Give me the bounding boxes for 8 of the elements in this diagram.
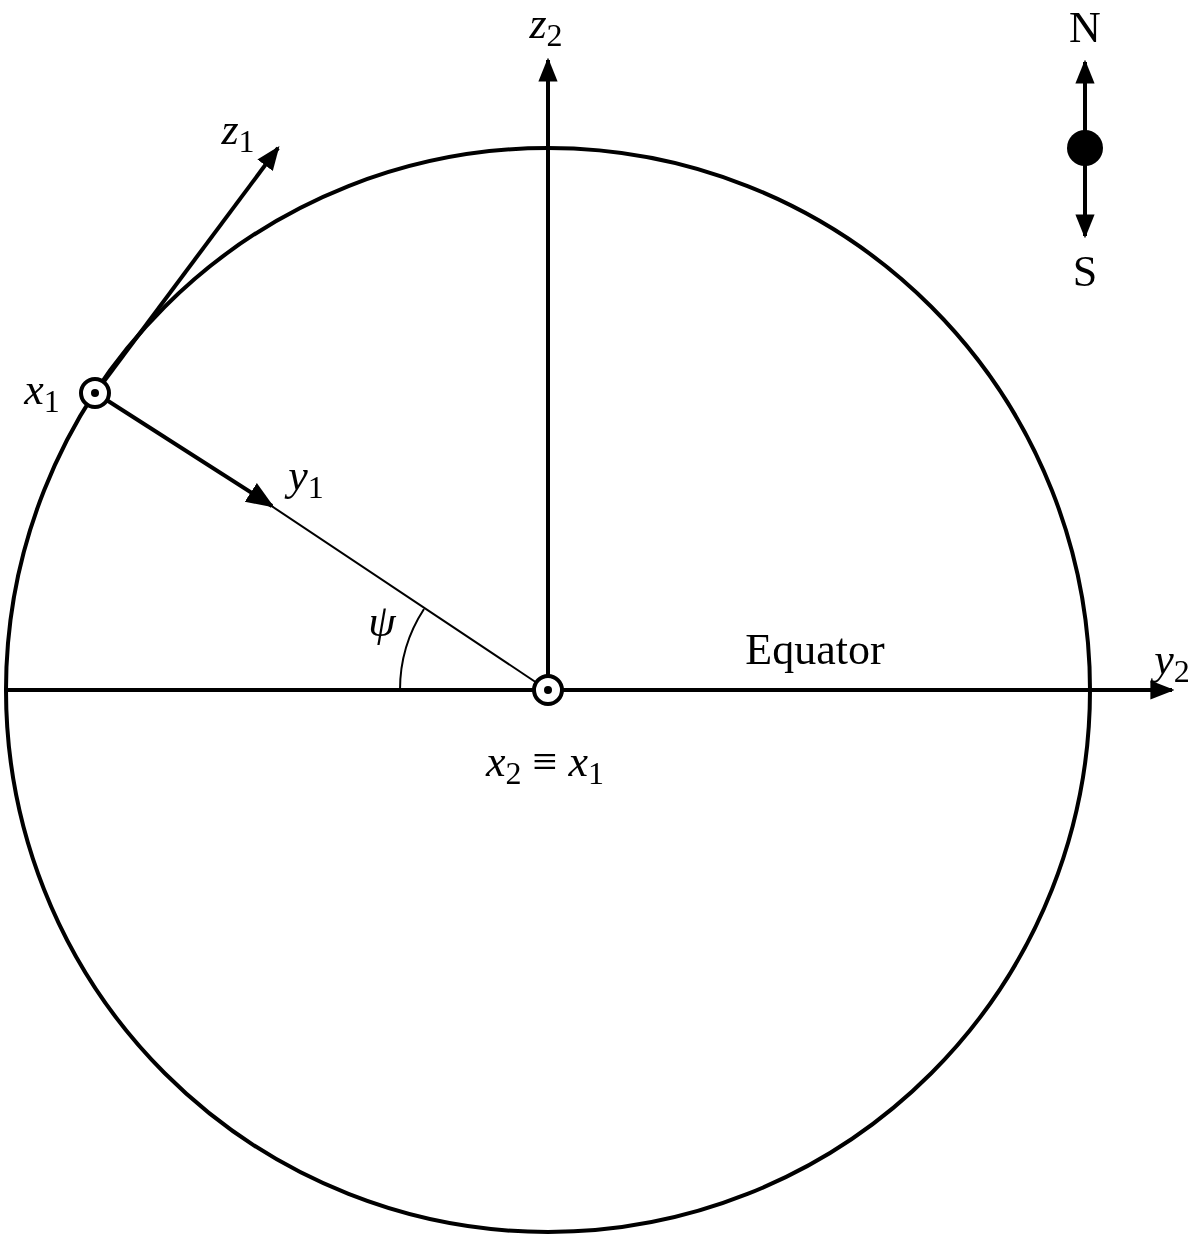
- compass-label: N: [1069, 6, 1101, 50]
- axis-label: x$_{1}$: [24, 368, 60, 412]
- compass-label: S: [1072, 250, 1098, 294]
- axis-label: x$_{2}$ ≡ x$_{1}$: [486, 740, 604, 784]
- angle-label: ψ: [368, 600, 396, 644]
- equator-label: Equator: [745, 628, 885, 672]
- axis-label: z$_{2}$: [529, 2, 563, 46]
- axis-label: z$_{1}$: [221, 108, 255, 152]
